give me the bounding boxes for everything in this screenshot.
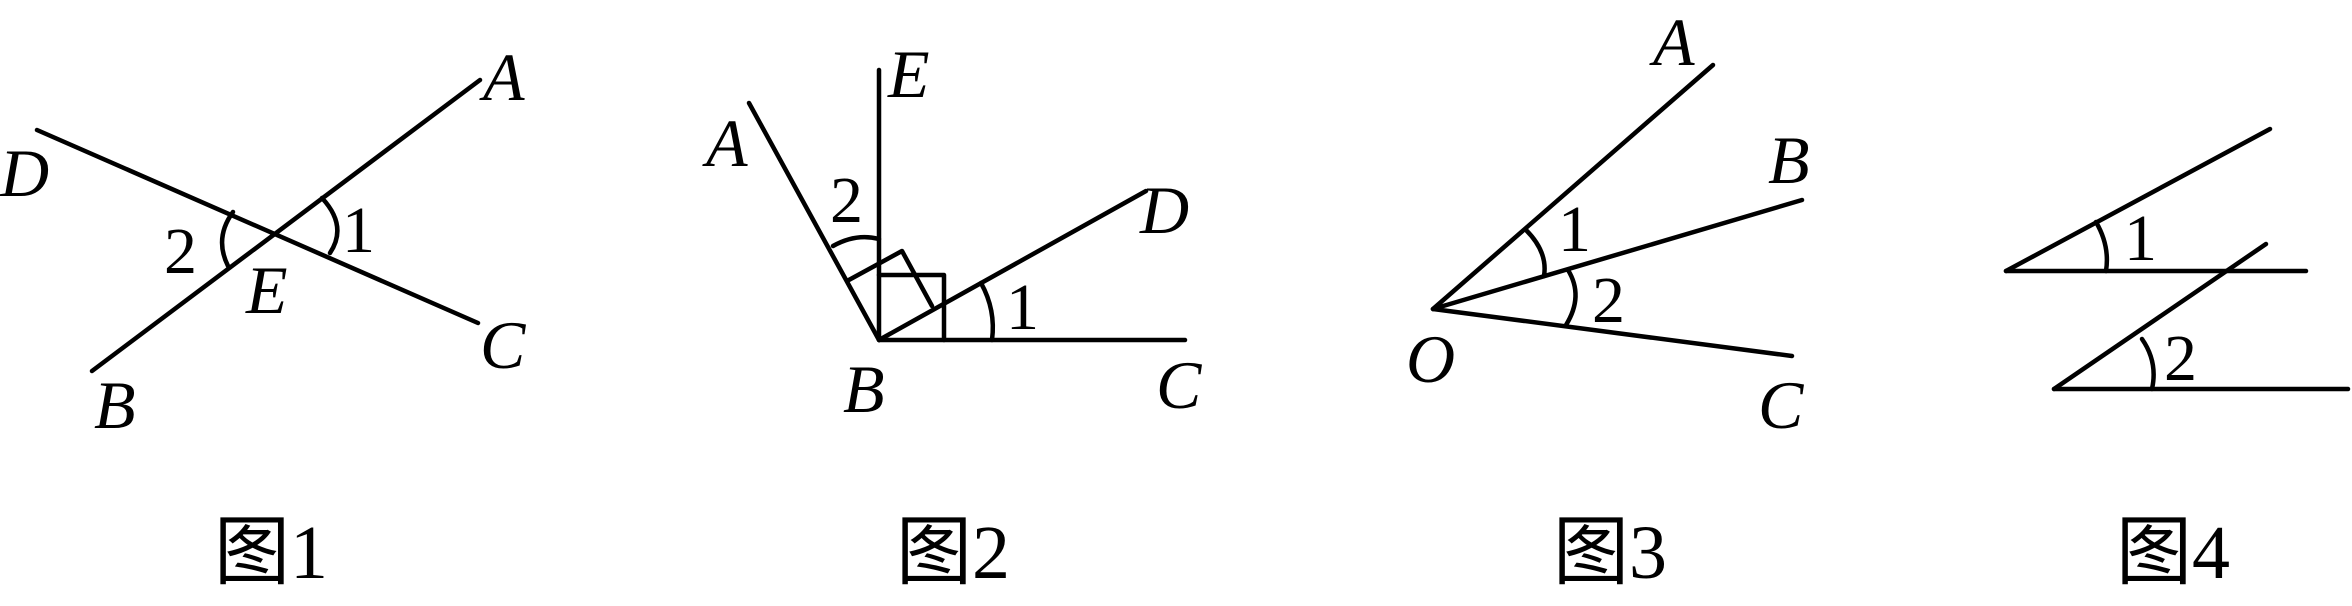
angle-1-label: 1 (342, 194, 375, 267)
point-label-a: A (479, 39, 525, 115)
figure-4-caption: 图4 (2116, 511, 2230, 595)
figure-3: A B C O 1 2 图3 (1406, 4, 1810, 595)
figure-3-caption: 图3 (1553, 511, 1667, 595)
angle-2-label: 2 (2164, 322, 2197, 395)
ray-ob (1430, 197, 1805, 312)
angle-1-label: 1 (1558, 193, 1591, 266)
point-label-d: D (1139, 172, 1189, 248)
point-label-c: C (1758, 367, 1804, 443)
angle-2-arc (1563, 267, 1578, 328)
point-label-c: C (480, 307, 526, 383)
figure-1-caption: 图1 (214, 511, 328, 595)
angle-2-label: 2 (830, 164, 863, 237)
right-angle-mark-ebc (876, 272, 947, 343)
ray-bd (876, 188, 1149, 343)
angle-2-label: 2 (1592, 264, 1625, 337)
angle-2-arc (219, 209, 236, 269)
point-label-a: A (1649, 4, 1695, 80)
point-label-b: B (843, 351, 885, 427)
line-ab (89, 77, 483, 374)
figure-2: A B C D E 1 2 图2 (702, 36, 1202, 595)
point-label-a: A (702, 105, 748, 181)
point-label-e: E (887, 36, 930, 112)
upper-transversal (2003, 126, 2273, 274)
point-label-d: D (0, 135, 49, 211)
angle-1-arc (978, 280, 996, 343)
line-dc (34, 127, 481, 326)
angle-1-label: 1 (2124, 202, 2157, 275)
angle-2-arc (830, 234, 882, 249)
point-label-e: E (245, 252, 288, 328)
point-label-c: C (1156, 347, 1202, 423)
angle-2-label: 2 (164, 215, 197, 288)
figure-2-caption: 图2 (896, 511, 1010, 595)
ray-oa (1430, 62, 1716, 312)
point-label-b: B (1768, 122, 1810, 198)
figure-1: A B C D E 1 2 图1 (0, 39, 526, 595)
figure-4: 1 2 图4 (2003, 126, 2351, 595)
ray-oc (1430, 306, 1795, 359)
point-label-o: O (1406, 321, 1455, 397)
angle-1-arc (2093, 219, 2110, 274)
angle-1-label: 1 (1006, 271, 1039, 344)
angle-1-arc (319, 195, 340, 256)
angle-2-arc (2139, 336, 2156, 392)
angle-1-arc (1523, 227, 1547, 279)
lower-transversal (2051, 241, 2269, 392)
right-angle-mark-abd (844, 248, 935, 309)
ray-ba (746, 100, 882, 343)
point-label-b: B (94, 367, 136, 443)
